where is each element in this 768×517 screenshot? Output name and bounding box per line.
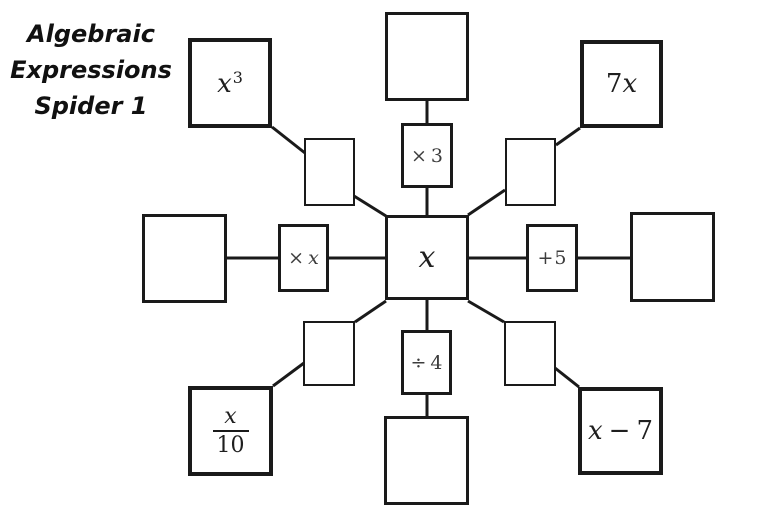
op-box-divide-4: ÷4 [401,330,452,395]
expression-box-7x: 7x [580,40,663,128]
expression-coefficient: 7 [605,69,623,99]
connector [467,188,506,217]
expression-variable: x [587,416,603,446]
empty-op-box-bottom-right [504,321,556,386]
op-value: 5 [554,247,567,269]
center-box: x [385,215,469,300]
op-value: 4 [430,351,443,374]
connector [554,366,580,389]
fraction-numerator: x [224,403,237,429]
connector [271,125,306,155]
connector [354,299,387,324]
expression-exponent: 3 [232,67,243,87]
op-symbol: ÷ [410,351,427,374]
op-label-divide-4: ÷4 [410,352,442,374]
answer-box-left [142,214,227,303]
expression-x-cubed: x3 [217,68,243,99]
connector [272,361,305,388]
empty-op-box-bottom-left [303,321,355,386]
op-symbol: + [537,247,554,269]
op-value: 3 [430,144,443,167]
title-line-3: Spider 1 [34,92,148,120]
empty-op-box-top-right [505,138,556,206]
answer-box-right [630,212,715,302]
op-label-plus-5: +5 [537,247,566,269]
expression-x-over-10: x 10 [212,403,249,459]
op-symbol: × [288,247,305,269]
connector [353,194,387,218]
op-label-multiply-x: ×x [288,247,319,269]
op-label-multiply-3: ×3 [411,145,443,167]
op-box-plus-5: +5 [526,224,578,292]
expression-box-x-cubed: x3 [188,38,272,128]
expression-x-minus-7: x−7 [588,416,653,446]
title-line-2: Expressions [10,56,172,84]
expression-variable: x [622,69,638,99]
expression-7x: 7x [606,69,637,99]
op-box-multiply-x: ×x [278,224,329,292]
fraction-denominator: 10 [212,430,249,458]
empty-op-box-top-left [304,138,355,206]
answer-box-bottom [384,416,469,505]
minus-sign: − [608,416,631,446]
expression-box-x-over-10: x 10 [188,386,273,476]
expression-base: x [217,68,232,99]
connector [555,126,581,147]
op-value: x [308,247,319,269]
op-symbol: × [410,144,427,167]
op-box-multiply-3: ×3 [401,123,453,188]
expression-number: 7 [636,416,653,446]
center-variable: x [418,240,436,275]
connector [467,299,505,324]
answer-box-top [385,12,469,101]
title-line-1: Algebraic [27,20,155,48]
worksheet-title: Algebraic Expressions Spider 1 [4,16,178,124]
expression-box-x-minus-7: x−7 [578,387,663,475]
